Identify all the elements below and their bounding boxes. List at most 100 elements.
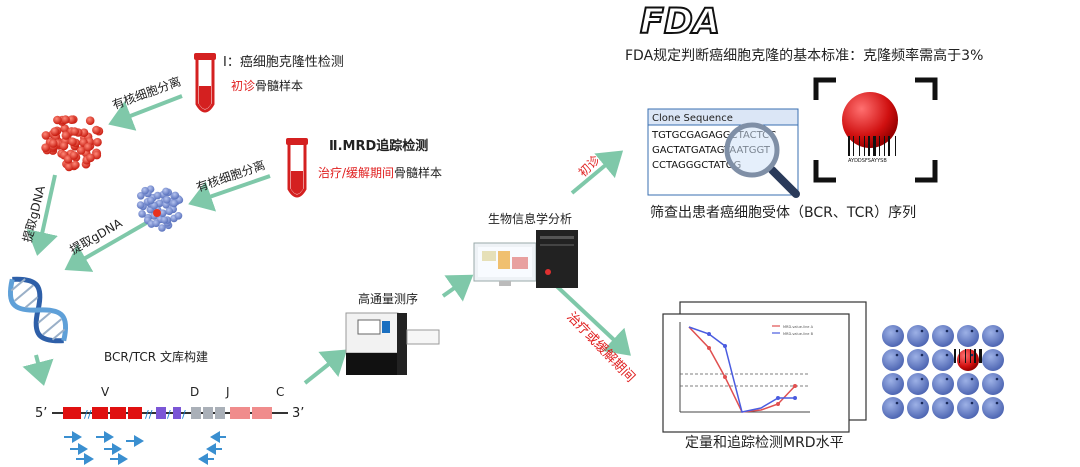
c-segment xyxy=(252,407,272,419)
blue-cell xyxy=(957,373,979,395)
v-segment xyxy=(110,407,126,419)
blue-cell xyxy=(162,187,170,196)
barcode-bar xyxy=(879,136,880,156)
blue-cell xyxy=(158,224,166,232)
clone-header: Clone Sequence xyxy=(652,113,733,124)
chart-legend-a: MRD-value-line A xyxy=(783,325,814,329)
cell-nucleus xyxy=(895,401,899,405)
step2-sample: 治疗/缓解期间骨髓样本 xyxy=(318,167,442,179)
primer-arrows xyxy=(64,431,226,465)
step1-sample-prefix: 初诊 xyxy=(231,79,256,93)
red-cell xyxy=(85,116,95,125)
step1-title: Ⅰ：癌细胞克隆性检测 xyxy=(223,55,344,70)
sequencing-label: 高通量测序 xyxy=(358,291,418,306)
blue-cell xyxy=(982,397,1004,419)
red-cell xyxy=(48,139,58,148)
red-cell xyxy=(50,127,60,136)
barcode-bar xyxy=(853,136,854,156)
treatment-label: 治疗或缓解期间 xyxy=(564,310,638,386)
cell-nucleus xyxy=(945,329,949,333)
barcode-bar xyxy=(884,136,885,156)
red-cell xyxy=(61,115,70,124)
blue-cell xyxy=(153,191,162,200)
red-cell xyxy=(41,143,50,152)
magnifier-icon xyxy=(724,122,800,198)
red-cell-cluster xyxy=(41,115,104,172)
step1-sample-suffix: 骨髓样本 xyxy=(255,79,304,93)
sample-tube-icon xyxy=(285,137,309,207)
clone-row: CCTAGGGCTATGG xyxy=(652,160,741,171)
barcode-bar xyxy=(888,136,890,156)
blue-cell xyxy=(138,210,146,218)
blue-cell xyxy=(136,201,145,209)
blue-cell xyxy=(882,397,904,419)
blue-cell xyxy=(159,209,167,217)
cell-nucleus xyxy=(920,329,924,333)
red-cell xyxy=(92,125,101,135)
cell-nucleus xyxy=(995,329,999,333)
blue-cell xyxy=(165,207,174,216)
red-cell xyxy=(71,160,80,170)
cell-nucleus xyxy=(970,377,974,381)
sequencer-icon xyxy=(345,312,440,375)
cell-nucleus xyxy=(945,401,949,405)
blue-cell xyxy=(907,397,929,419)
blue-cell xyxy=(982,325,1004,347)
barcode-bar xyxy=(959,349,960,363)
svg-text:/: / xyxy=(167,408,171,421)
screen-caption: 筛查出患者癌细胞受体（BCR、TCR）序列 xyxy=(650,205,917,221)
blue-cell xyxy=(907,373,929,395)
j-label: J xyxy=(225,385,230,399)
blue-cell xyxy=(882,325,904,347)
clone-row: TGTGCGAGAGGCTACTCC xyxy=(651,130,776,141)
cell-nucleus xyxy=(920,353,924,357)
barcode-bar xyxy=(979,349,982,363)
cell-nucleus xyxy=(945,377,949,381)
j-segment xyxy=(215,407,225,419)
barcode-caption: AYDDSFSAYYSB xyxy=(848,158,887,164)
svg-text:/: / xyxy=(182,408,186,421)
v-label: V xyxy=(101,385,110,399)
blue-cell xyxy=(141,186,149,195)
cell-nucleus xyxy=(970,401,974,405)
blue-cell xyxy=(932,349,954,371)
red-cell xyxy=(153,209,161,217)
cell-nucleus xyxy=(995,377,999,381)
blue-cell xyxy=(174,212,183,220)
barcode-target-icon xyxy=(813,77,938,183)
blue-cell xyxy=(907,349,929,371)
svg-text://: // xyxy=(84,408,92,421)
cell-nucleus xyxy=(995,353,999,357)
cancer-clone-ball xyxy=(842,92,898,148)
red-cell xyxy=(60,124,69,133)
barcode-bar xyxy=(965,349,966,363)
fda-logo-text: FDA xyxy=(640,2,720,40)
fda-logo: FDA xyxy=(630,1,730,43)
three-prime-label: 3’ xyxy=(292,406,304,421)
step1-arrow-label: 有核细胞分离 xyxy=(110,73,183,112)
blue-cell xyxy=(882,349,904,371)
red-cell xyxy=(957,349,979,371)
red-cell xyxy=(83,142,93,152)
barcode-bar xyxy=(954,349,956,363)
red-cell xyxy=(76,146,86,155)
blue-cell xyxy=(932,325,954,347)
c-label: C xyxy=(276,385,284,399)
j-segment xyxy=(191,407,201,419)
dna-helix-icon xyxy=(7,276,69,344)
chart-legend-b: MRD-value-line B xyxy=(783,332,814,336)
barcode-bar xyxy=(848,136,850,156)
red-cell xyxy=(59,141,69,151)
cell-nucleus xyxy=(995,401,999,405)
mrd-chart: MRD-value-line A MRD-value-line B xyxy=(679,322,814,413)
blue-cell xyxy=(147,196,155,205)
cell-nucleus xyxy=(895,329,899,333)
blue-cell xyxy=(982,349,1004,371)
red-cell xyxy=(41,131,51,140)
red-cell xyxy=(53,115,62,125)
barcode-bar xyxy=(868,136,870,156)
blue-cell xyxy=(982,373,1004,395)
blue-cell xyxy=(160,216,169,224)
blue-cell xyxy=(171,191,180,200)
